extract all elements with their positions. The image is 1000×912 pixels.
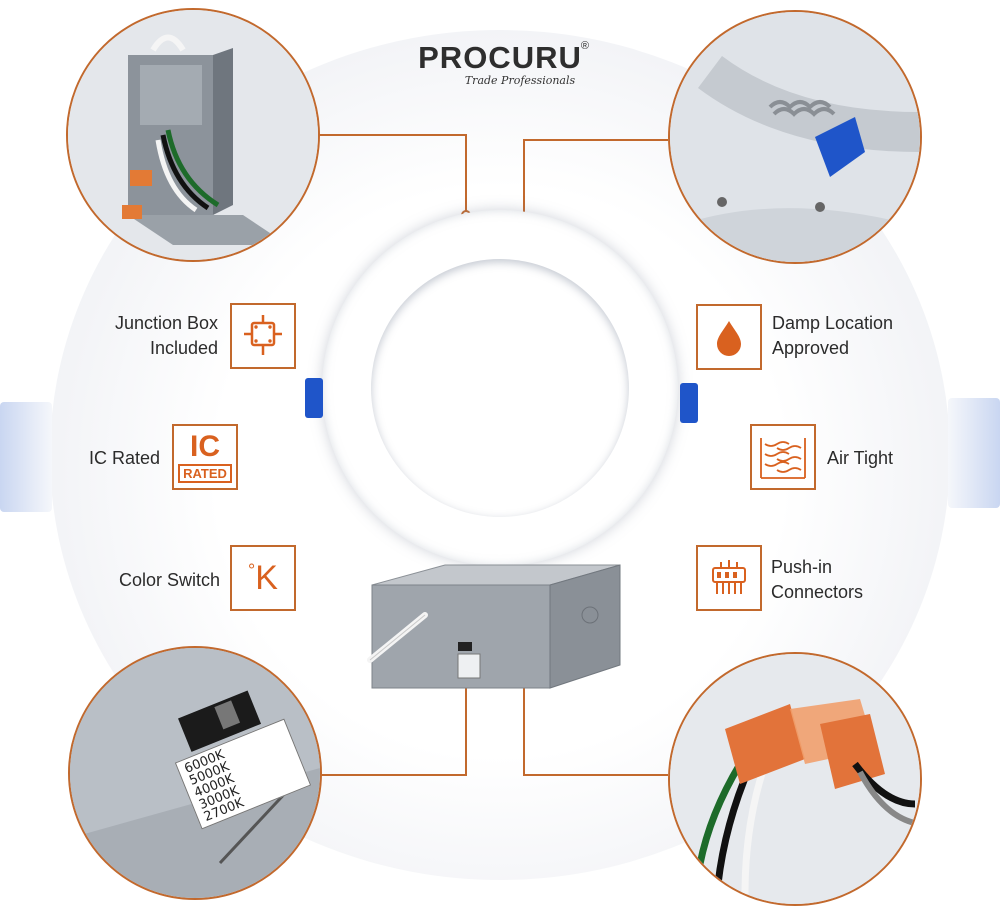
remote-junction-box (367, 564, 621, 689)
connector-icon (712, 560, 746, 594)
left-edge-bracket (0, 402, 52, 512)
connector-photo (670, 654, 920, 904)
registered-mark: ® (580, 40, 589, 52)
feature-line: Junction Box (114, 313, 218, 333)
kelvin-letter: K (255, 558, 278, 597)
feature-junction-box-label: Junction Box Included (94, 311, 218, 361)
feature-color-switch-label: Color Switch (118, 570, 220, 590)
right-edge-bracket (948, 398, 1000, 508)
feature-push-in-label: Push-in Connectors (771, 555, 911, 605)
brand-logo: PROCURU ® Trade Professionals (405, 40, 595, 87)
feature-junction-box-badge (230, 303, 296, 369)
feature-line: Approved (772, 338, 850, 358)
brand-tagline: Trade Professionals (464, 74, 576, 87)
water-drop-icon (717, 321, 741, 356)
right-mounting-clip (680, 383, 698, 423)
feature-line: Damp Location (772, 313, 894, 333)
spring-clip-photo (670, 12, 920, 262)
feature-air-tight-label: Air Tight (827, 448, 894, 468)
feature-ic-rated-badge: IC RATED (172, 424, 238, 490)
feature-push-in-badge (696, 545, 762, 611)
junction-box-icon (244, 315, 282, 355)
degree-symbol: ° (248, 560, 256, 581)
ic-badge-top: IC (190, 429, 220, 463)
feature-ic-rated-label: IC Rated (88, 448, 160, 468)
downlight-lens (371, 259, 629, 517)
feature-air-tight-badge (750, 424, 816, 490)
kelvin-icon: °K (248, 559, 278, 598)
feature-color-switch-badge: °K (230, 545, 296, 611)
callout-junction-box-photo (66, 8, 320, 262)
ic-rated-badge: IC RATED (178, 429, 232, 483)
left-mounting-clip (305, 378, 323, 418)
feature-damp-location-badge (696, 304, 762, 370)
airflow-icon (760, 438, 806, 479)
feature-line: Included (149, 338, 218, 358)
callout-cct-switch-photo: 6000K 5000K 4000K 3000K 2700K (68, 646, 322, 900)
junction-box-photo (68, 10, 318, 260)
callout-spring-clip-photo (668, 10, 922, 264)
feature-line: Push-in (771, 557, 833, 577)
feature-damp-location-label: Damp Location Approved (772, 311, 932, 361)
callout-push-in-connector-photo (668, 652, 922, 906)
ic-badge-bottom: RATED (178, 463, 232, 483)
brand-name: PROCURU (418, 40, 582, 75)
feature-line: Connectors (771, 582, 864, 602)
